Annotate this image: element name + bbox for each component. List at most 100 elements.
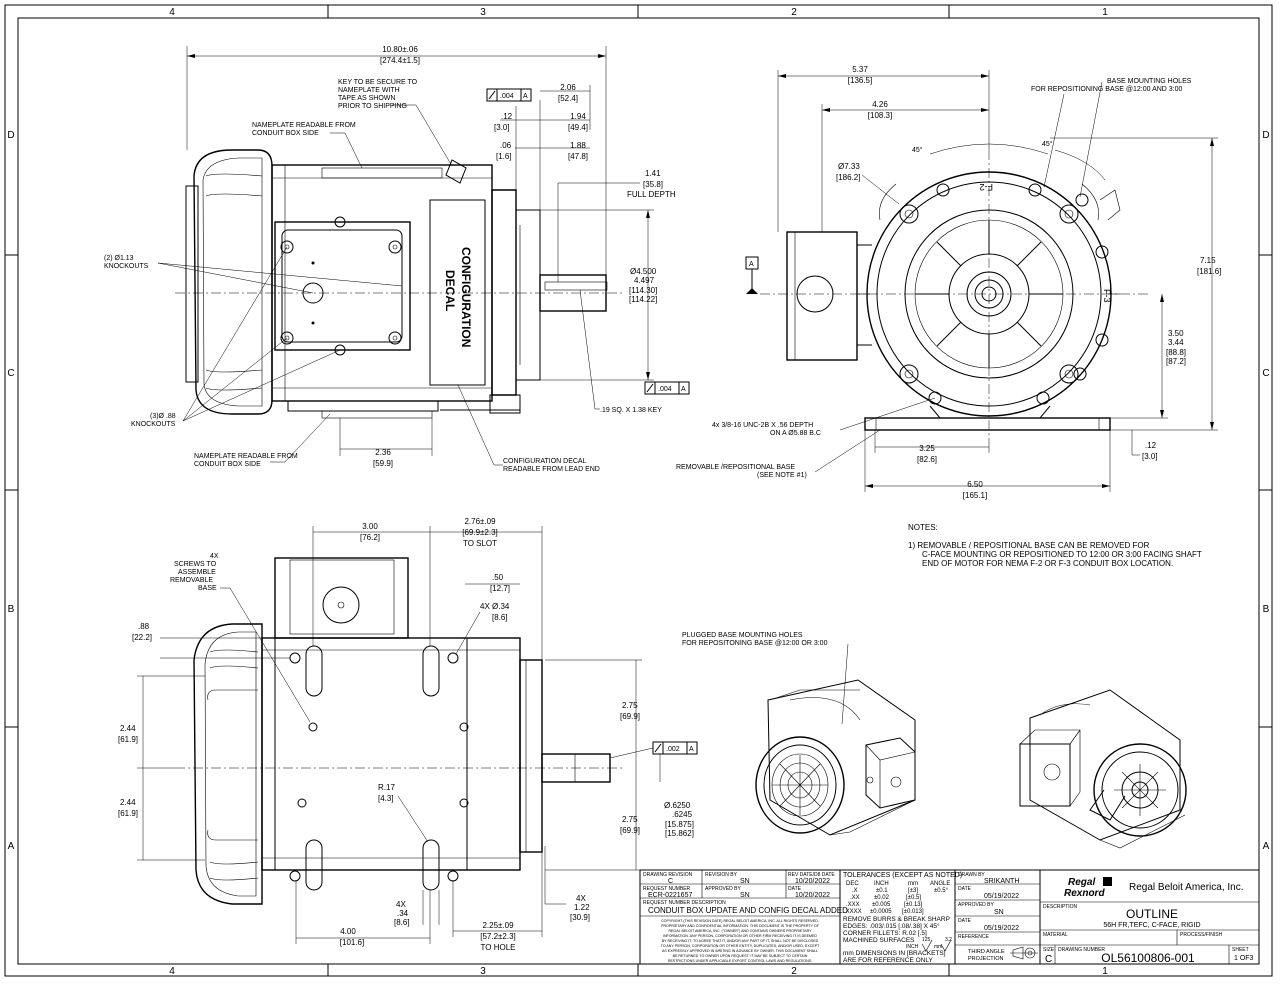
dim-2-06: 2.06	[560, 83, 576, 92]
tb-copyright-3: REGAL BELOIT AMERICA, INC. ("OWNER") AND…	[668, 929, 812, 933]
dim-0-06: .06	[500, 141, 512, 150]
dim-2-44-upper: 2.44	[120, 724, 136, 733]
dim-0-12: .12	[501, 112, 513, 121]
title-block: DRAWING REVISION C REVISION BY SN REV DA…	[639, 869, 1260, 965]
dim-3-25-mm: [82.6]	[917, 455, 937, 464]
tb-edges: EDGES: .003/.015 [.08/.38] X 45°	[843, 922, 940, 930]
tb-date: 10/20/2022	[795, 892, 830, 899]
tb-description-label: DESCRIPTION	[1043, 904, 1078, 910]
knockouts-three-1: (3)Ø .88	[150, 413, 176, 420]
tb-approved-by-label: APPROVED BY	[705, 886, 742, 892]
datum-a-top: A	[523, 93, 528, 100]
overall-length: 10.80±.06	[382, 45, 418, 54]
zone-row-b-right: B	[1263, 604, 1270, 615]
dim-5-37: 5.37	[852, 65, 868, 74]
tb-machined-inch: INCH	[906, 944, 919, 950]
decal-note-2: READABLE FROM LEAD END	[503, 466, 600, 473]
tb-copyright-5: BY RECEIVING IT, TO AGREE THAT IT, AND/O…	[662, 939, 819, 943]
logo-line1: Regal	[1068, 877, 1095, 888]
zone-row-c-right: C	[1262, 368, 1269, 379]
tb-drawing-number: OL56100806-001	[1101, 951, 1195, 965]
tb-drawn-date: 05/19/2022	[984, 893, 1019, 900]
datum-a-end: A	[749, 261, 754, 268]
dim-0-50-mm: [12.7]	[490, 584, 510, 593]
dim-3-44-mm: [87.2]	[1166, 357, 1186, 366]
tb-copyright-6: TO ANY PERSON, CORPORATION OR OTHER ENTI…	[661, 944, 820, 948]
flatness-tol-top: .004	[500, 93, 514, 100]
zone-row-b-left: B	[8, 604, 15, 615]
dim-4-26: 4.26	[872, 100, 888, 109]
label-f2: F-2	[980, 182, 994, 192]
tb-drawn-date-label: DATE	[958, 886, 972, 892]
zone-row-a-left: A	[8, 841, 15, 852]
tb-mm-dims: mm DIMENSIONS IN [BRACKETS]	[843, 950, 946, 957]
dim-4-00: 4.00	[340, 927, 356, 936]
tb-machined-mm: mm	[934, 944, 942, 950]
dim-1-94: 1.94	[570, 112, 586, 121]
dim-7-15-mm: [181.6]	[1197, 267, 1221, 276]
dim-2-44-lower-mm: [61.9]	[118, 809, 138, 818]
tb-date-label: DATE	[788, 886, 802, 892]
tb-approved2-label: APPROVED BY	[958, 902, 995, 908]
tb-tolerances-label: TOLERANCES (EXCEPT AS NOTED)	[843, 872, 962, 879]
tb-approved-by: SN	[740, 892, 750, 899]
tb-tol-xxxx: .XXXX	[844, 909, 862, 915]
dim-2-06-mm: [52.4]	[558, 94, 578, 103]
screws-3: ASSEMBLE	[178, 569, 216, 576]
iso-note-1: PLUGGED BASE MOUNTING HOLES	[682, 632, 803, 639]
dim-2-44-lower: 2.44	[120, 798, 136, 807]
zone-col-1-bottom: 1	[1102, 966, 1108, 977]
dim-0-50: .50	[492, 573, 504, 582]
tb-tol-xxx: .XXX	[846, 902, 860, 908]
tb-drawing-revision-label: DRAWING REVISION	[643, 872, 693, 878]
dim-7-15: 7.15	[1200, 256, 1216, 265]
dim-0-12-mm: [3.0]	[494, 123, 510, 132]
dim-6-50-mm: [165.1]	[963, 491, 987, 500]
tb-subtitle: 56H FR,TEFC, C-FACE, RIGID	[1103, 922, 1200, 929]
dim-4x-a: 4X	[396, 900, 406, 909]
tb-tol-mm: mm	[908, 881, 918, 887]
dim-2-25-mm: [57.2±2.3]	[480, 932, 516, 941]
to-slot: TO SLOT	[463, 539, 497, 548]
tb-tol-xxx-inch: ±0.005	[872, 902, 891, 908]
knockouts-three-2: KNOCKOUTS	[131, 421, 176, 428]
radius-0-17-mm: [4.3]	[378, 794, 394, 803]
zone-row-c-left: C	[7, 368, 14, 379]
tb-drawn-by-label: DRAWN BY	[958, 872, 985, 878]
sheet-border: 4 3 2 1 4 3 2 1 D C B A D C B A	[4, 4, 1273, 977]
dim-4-26-mm: [108.3]	[868, 111, 892, 120]
tap-note-2: ON A Ø5.88 B.C	[770, 430, 821, 437]
dim-2-76-mm: [69.9±2.3]	[462, 528, 498, 537]
holes-0-34: 4X Ø.34	[480, 602, 510, 611]
dim-1-41-mm: [35.8]	[643, 180, 663, 189]
tb-tol-xx: .XX	[850, 895, 860, 901]
to-hole: TO HOLE	[481, 943, 516, 952]
dim-0-88-mm: [22.2]	[132, 633, 152, 642]
base-holes-1: BASE MOUNTING HOLES	[1107, 78, 1192, 85]
tb-copyright-7: AS EXPRESSLY APPROVED IN WRITING IN ADVA…	[662, 949, 818, 953]
nameplate-top-2: CONDUIT BOX SIDE	[252, 130, 319, 137]
dim-4x-b: 4X	[576, 894, 586, 903]
tb-tol-xxxx-inch: ±0.0005	[870, 909, 892, 915]
tb-sheet: 1 OF3	[1234, 955, 1254, 962]
tb-approved2-date: 05/19/2022	[984, 925, 1019, 932]
tb-machined-val: 125	[922, 937, 931, 943]
dim-0-88: .88	[138, 622, 150, 631]
dim-2-75-lower-mm: [69.9]	[620, 826, 640, 835]
pilot-dia-mm-1: [114.30]	[629, 286, 657, 295]
tb-approved2: SN	[994, 909, 1004, 916]
tb-tol-angle-val: ±0.5°	[934, 888, 949, 894]
zone-col-3-bottom: 3	[480, 966, 486, 977]
iso-note-2: FOR REPOSITONING BASE @12:00 OR 3:00	[682, 640, 828, 647]
flatness-tol-bottom: .004	[658, 386, 672, 393]
tb-company: Regal Beloit America, Inc.	[1129, 882, 1244, 893]
zone-col-4-bottom: 4	[169, 966, 175, 977]
tb-title: OUTLINE	[1126, 907, 1178, 921]
regal-rexnord-logo: Regal Rexnord	[1064, 877, 1112, 899]
base-note-2: (SEE NOTE #1)	[757, 472, 807, 479]
tb-third-angle-2: PROJECTION	[968, 956, 1003, 962]
notes-heading: NOTES:	[908, 523, 938, 532]
shaft-dia-1: Ø.6250	[664, 801, 691, 810]
tb-revision-by: SN	[740, 878, 750, 885]
